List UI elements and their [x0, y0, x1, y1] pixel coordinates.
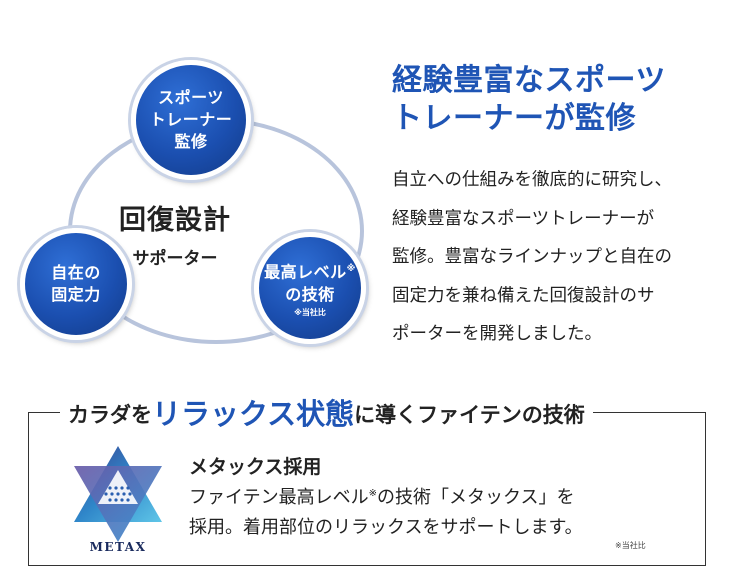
node-top-level-tech: 最高レベル※ の技術 ※当社比	[254, 232, 366, 344]
metax-line-1: ファイテン最高レベル※の技術「メタックス」を	[189, 479, 689, 513]
node-top-line-1: スポーツ	[158, 88, 224, 107]
box-title: カラダを リラックス状態 に導くファイテンの技術	[60, 392, 593, 432]
metax-line-1-mark: ※	[368, 488, 378, 499]
node-right-line-2: の技術	[285, 284, 335, 304]
node-fixing-power: 自在の 固定力	[20, 228, 132, 340]
metax-logo-text: METAX	[89, 540, 147, 554]
body-line-2: 経験豊富なスポーツトレーナーが	[392, 208, 655, 229]
node-left-line-2: 固定力	[51, 285, 101, 304]
node-top-line-2: トレーナー	[149, 110, 233, 129]
metax-description: ファイテン最高レベル※の技術「メタックス」を 採用。着用部位のリラックスをサポー…	[189, 479, 689, 543]
metax-title: メタックス採用	[189, 456, 322, 478]
node-right-note: ※当社比	[294, 307, 326, 317]
body-line-1: 自立への仕組みを徹底的に研究し、	[392, 170, 672, 190]
center-subtitle: サポーター	[132, 249, 218, 269]
box-title-highlight: リラックス状態	[152, 397, 355, 431]
node-sports-trainer: スポーツ トレーナー 監修	[131, 60, 251, 180]
metax-line-2: 採用。着用部位のリラックスをサポートします。	[189, 517, 583, 538]
node-top-line-3: 監修	[174, 132, 208, 151]
section-heading: 経験豊富なスポーツ トレーナーが監修	[392, 62, 722, 138]
footnote: ※当社比	[615, 541, 646, 550]
node-right-mark: ※	[346, 264, 356, 275]
box-title-part-1: カラダを	[68, 403, 152, 427]
body-line-3: 監修。豊富なラインナップと自在の	[392, 247, 672, 267]
description-text: 自立への仕組みを徹底的に研究し、 経験豊富なスポーツトレーナーが 監修。豊富なラ…	[392, 161, 722, 354]
box-title-part-3: に導くファイテンの技術	[354, 403, 585, 427]
node-right-line-1-text: 最高レベル	[264, 262, 347, 282]
heading-line-1: 経験豊富なスポーツ	[392, 63, 666, 98]
heading-line-2: トレーナーが監修	[392, 101, 636, 136]
recovery-design-diagram: スポーツ トレーナー 監修 自在の 固定力 最高レベル※ の技術 ※当社比 回復…	[0, 0, 380, 380]
metax-line-1-b: の技術「メタックス」を	[377, 487, 575, 508]
metax-logo-icon	[74, 446, 162, 542]
node-right-line-1: 最高レベル※	[264, 258, 356, 283]
body-line-5: ポーターを開発しました。	[392, 324, 602, 344]
metax-line-1-a: ファイテン最高レベル	[189, 487, 369, 508]
body-line-4: 固定力を兼ね備えた回復設計のサ	[392, 285, 655, 306]
center-title: 回復設計	[119, 205, 231, 236]
node-left-line-1: 自在の	[51, 263, 101, 282]
